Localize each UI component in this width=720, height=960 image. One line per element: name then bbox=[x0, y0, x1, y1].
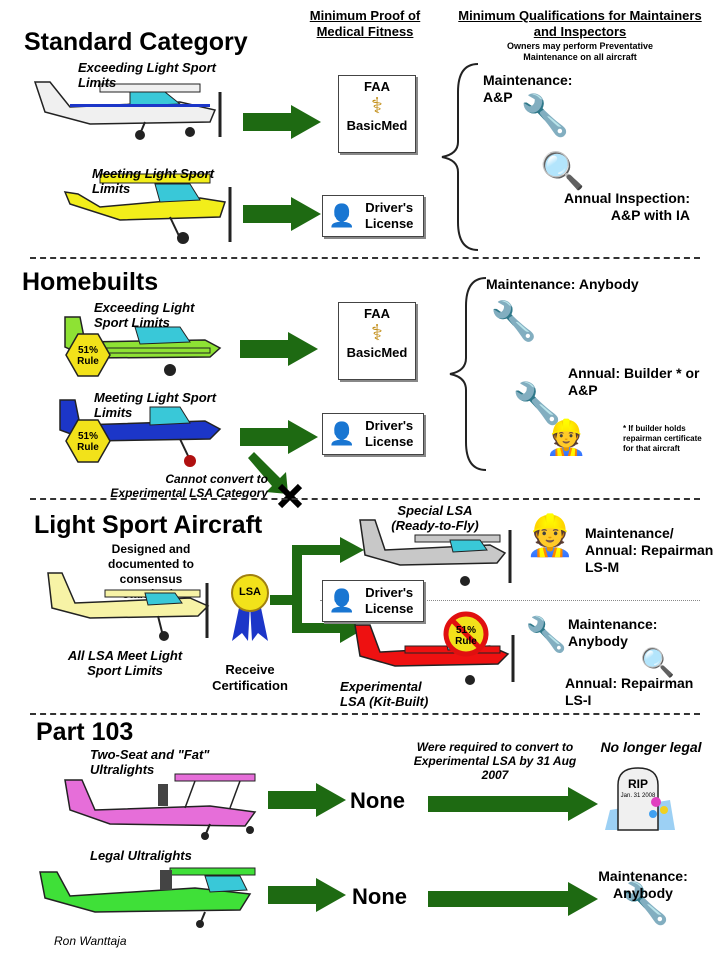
arrow-standard-exceeding bbox=[243, 105, 321, 139]
standard-maintenance: Maintenance: A&P bbox=[483, 72, 573, 105]
qualifications-column-header: Minimum Qualifications for Maintainers a… bbox=[458, 8, 702, 39]
license-label: Driver's License bbox=[364, 200, 414, 231]
pink-ultralight-icon bbox=[64, 773, 257, 840]
homebuilt-drivers-license-box: 👤 Driver's License bbox=[322, 413, 424, 455]
homebuilt-exceeding-label: Exceeding Light Sport Limits bbox=[94, 300, 195, 330]
receive-certification-label: Receive Certification bbox=[212, 662, 288, 693]
person-photo-icon: 👤 bbox=[328, 203, 356, 228]
blocked-conversion-arrow bbox=[248, 452, 303, 509]
lsa-all-meet-label: All LSA Meet Light Sport Limits bbox=[67, 648, 183, 678]
wrench-hand-icon-4: 🔧 bbox=[620, 882, 670, 926]
arrow-homebuilt-exceeding bbox=[240, 332, 318, 366]
green-ultralight-icon bbox=[39, 867, 256, 928]
legal-none: None bbox=[352, 884, 407, 909]
cub-plane-icon bbox=[63, 173, 232, 244]
inspector-icon-2: 🔍 bbox=[640, 647, 675, 678]
arrow-standard-meeting bbox=[243, 197, 321, 231]
special-lsa-label: Special LSA (Ready-to-Fly) bbox=[391, 503, 479, 533]
homebuilt-maintenance: Maintenance: Anybody bbox=[486, 276, 639, 292]
homebuilt-annual: Annual: Builder * or A&P bbox=[568, 365, 700, 398]
license-label: Driver's License bbox=[364, 585, 414, 616]
lsa-exp-annual: Annual: Repairman LS-I bbox=[565, 675, 694, 708]
lsa-special-maintenance: Maintenance/ Annual: Repairman LS-M bbox=[585, 525, 714, 575]
faa-label: FAA bbox=[364, 306, 390, 321]
homebuilt-faa-basicmed-box: FAA ⚕ BasicMed bbox=[338, 302, 416, 380]
arrow-legal-to-none bbox=[268, 878, 346, 912]
lsa-exp-maintenance: Maintenance: Anybody bbox=[568, 616, 658, 649]
standard-drivers-license-box: 👤 Driver's License bbox=[322, 195, 424, 237]
rip-label: RIP bbox=[627, 777, 648, 791]
caduceus-icon: ⚕ bbox=[371, 320, 383, 345]
basicmed-label: BasicMed bbox=[346, 345, 408, 360]
rule-51-label-green: 51% Rule bbox=[77, 345, 99, 367]
standard-meeting-label: Meeting Light Sport Limits bbox=[92, 166, 215, 196]
section-divider bbox=[30, 498, 700, 500]
medical-column-header: Minimum Proof of Medical Fitness bbox=[309, 8, 421, 39]
special-lsa-plane-icon bbox=[359, 519, 512, 586]
fat-none: None bbox=[350, 788, 405, 813]
person-photo-icon: 👤 bbox=[328, 421, 356, 446]
no-51-rule-label: 51% Rule bbox=[455, 625, 477, 647]
ribbon-label: LSA bbox=[239, 586, 261, 598]
basicmed-label: BasicMed bbox=[346, 118, 408, 133]
part103-maintenance: Maintenance: Anybody bbox=[598, 868, 688, 901]
author-credit: Ron Wanttaja bbox=[54, 934, 127, 948]
lsa-drivers-license-box: 👤 Driver's License bbox=[322, 580, 424, 622]
standard-faa-basicmed-box: FAA ⚕ BasicMed bbox=[338, 75, 416, 153]
wrench-hand-icon-3: 🔧 bbox=[525, 616, 568, 654]
lsa-certification-ribbon-icon bbox=[231, 574, 269, 641]
arrow-homebuilt-meeting bbox=[240, 420, 318, 454]
section-divider bbox=[30, 713, 700, 715]
tombstone-icon bbox=[605, 767, 675, 831]
rule-51-badge-green bbox=[65, 333, 111, 377]
lsa-yellow-plane-icon bbox=[47, 572, 210, 641]
no-longer-legal-label: No longer legal bbox=[600, 739, 702, 755]
wrench-hand-icon-2: 🔧 bbox=[512, 382, 562, 426]
section-divider bbox=[30, 257, 700, 259]
lsa-dotted-divider bbox=[320, 600, 700, 601]
part103-title: Part 103 bbox=[36, 718, 134, 746]
caduceus-icon: ⚕ bbox=[371, 93, 383, 118]
arrow-fat-to-none bbox=[268, 783, 346, 817]
faa-label: FAA bbox=[364, 79, 390, 94]
no-51-rule-sign-icon bbox=[443, 611, 489, 657]
license-label: Driver's License bbox=[364, 418, 414, 449]
arrow-to-rip bbox=[428, 787, 598, 821]
lsa-title: Light Sport Aircraft bbox=[34, 511, 263, 539]
legal-ultralights-label: Legal Ultralights bbox=[90, 848, 192, 863]
mechanic-icon-3: 👷 bbox=[525, 514, 575, 558]
wrench-hand-icon: 🔧 bbox=[490, 301, 538, 343]
required-convert-label: Were required to convert to Experimental… bbox=[413, 740, 577, 782]
cannot-convert-label: Cannot convert to Experimental LSA Categ… bbox=[110, 472, 268, 500]
standard-annual: Annual Inspection: A&P with IA bbox=[564, 190, 690, 223]
fat-ultralights-label: Two-Seat and "Fat" Ultralights bbox=[90, 747, 210, 777]
tomb-date: Jan. 31 2008 bbox=[620, 793, 656, 799]
standard-plane-icon bbox=[33, 81, 222, 140]
mechanic-icon-2: 👷 bbox=[545, 419, 588, 457]
homebuilt-footnote: * If builder holds repairman certificate… bbox=[623, 424, 702, 453]
arrow-to-maintenance bbox=[428, 882, 598, 916]
standard-category-title: Standard Category bbox=[24, 28, 248, 56]
rule-51-badge-blue bbox=[65, 419, 111, 463]
rule-51-label-blue: 51% Rule bbox=[77, 431, 99, 453]
standard-brace bbox=[441, 63, 479, 251]
qualifications-note: Owners may perform Preventative Maintena… bbox=[506, 41, 654, 62]
homebuilts-title: Homebuilts bbox=[22, 268, 159, 296]
experimental-lsa-label: Experimental LSA (Kit-Built) bbox=[340, 679, 429, 709]
standard-exceeding-label: Exceeding Light Sport Limits bbox=[78, 60, 216, 90]
inspector-icon: 🔍 bbox=[540, 150, 585, 191]
person-photo-icon: 👤 bbox=[328, 588, 356, 613]
homebuilt-meeting-label: Meeting Light Sport Limits bbox=[94, 390, 217, 420]
mechanic-icon: 🔧 bbox=[520, 94, 570, 138]
homebuilt-brace bbox=[449, 277, 487, 471]
